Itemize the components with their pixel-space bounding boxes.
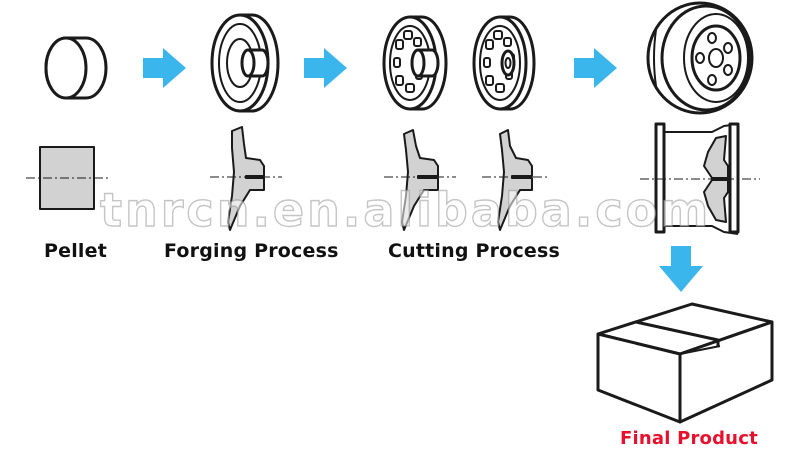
label-cutting-process: Cutting Process bbox=[388, 240, 561, 262]
cut-wheel-b-3d bbox=[472, 15, 536, 111]
forged-wheel-3d bbox=[210, 13, 280, 113]
label-forging-process: Forging Process bbox=[164, 240, 339, 262]
pellet-3d bbox=[44, 36, 108, 100]
final-wheel-3d bbox=[646, 1, 754, 115]
arrow-right-icon bbox=[143, 48, 186, 88]
label-pellet: Pellet bbox=[44, 240, 108, 262]
cut-wheel-a-3d bbox=[382, 15, 448, 111]
arrow-down-icon bbox=[659, 246, 703, 292]
pellet-section bbox=[26, 146, 108, 210]
watermark: tnrcn.en.alibaba.com bbox=[99, 182, 712, 237]
arrow-right-icon bbox=[574, 48, 617, 88]
arrow-right-icon bbox=[304, 48, 347, 88]
cutting-section-b bbox=[482, 129, 550, 231]
cutting-section-a bbox=[384, 129, 456, 231]
box-icon bbox=[596, 302, 774, 424]
forging-section bbox=[210, 126, 282, 231]
label-final-product: Final Product bbox=[620, 428, 758, 449]
final-wheel-section bbox=[640, 122, 760, 235]
